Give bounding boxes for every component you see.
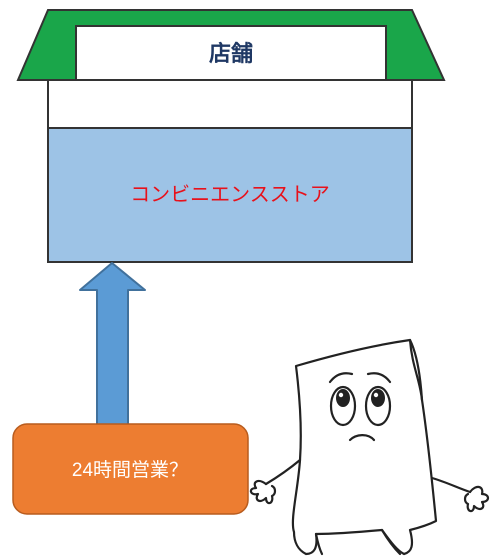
store-body-panel [47, 127, 413, 263]
store-type-label: コンビニエンスストア [130, 183, 330, 206]
question-box-shape [12, 423, 249, 515]
question-label: 24時間営業？ [72, 459, 188, 481]
store-body: コンビニエンスストア [47, 127, 413, 263]
store-sign: 店舗 [75, 25, 387, 81]
store-upper-band [47, 79, 413, 129]
worried-paper-character-icon [249, 338, 490, 556]
up-arrow-icon [79, 262, 146, 426]
store-sign-label: 店舗 [209, 41, 253, 66]
store-sign-board [75, 25, 387, 81]
question-box: 24時間営業？ [12, 423, 249, 515]
